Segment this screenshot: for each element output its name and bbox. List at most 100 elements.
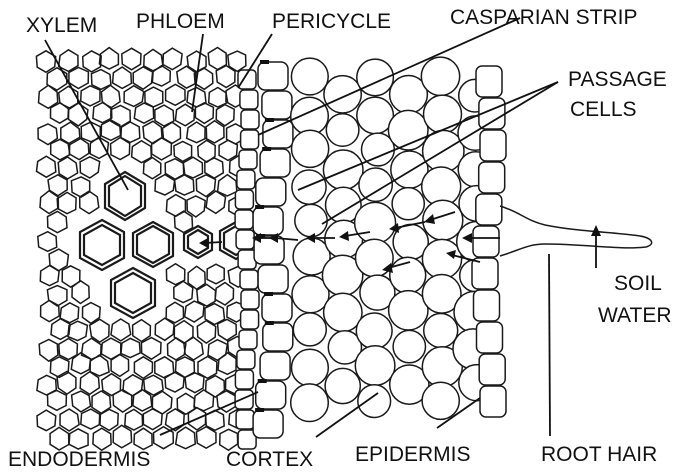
pericycle-cell [237,170,255,189]
stele-cell [175,175,194,195]
stele-cell [166,84,186,105]
stele-cell [72,391,91,412]
stele-cell [133,67,152,89]
endodermis-cell [253,207,283,235]
stele-cell [195,103,213,124]
stele-cell [143,409,162,430]
stele-cell [197,321,215,344]
endodermis-cell [253,410,283,438]
stele-cell [39,340,58,362]
stele-cell [101,85,120,108]
stele-cell [174,142,192,162]
cortex-cell [292,170,326,204]
stele-cell [124,86,144,107]
cortex-cell [424,314,458,348]
cortex-cell [291,384,329,422]
stele-cell [133,320,151,342]
epidermis-cell [473,226,499,257]
pericycle-cell [241,290,259,309]
stele-cell [205,121,224,143]
cortex-cell [356,313,392,349]
epidermis-cell [472,258,498,289]
cortex-cell [421,57,459,95]
stele-cell [41,300,60,321]
stele-cell [37,410,56,431]
casparian-strip-label: CASPARIAN STRIP [450,6,637,29]
stele-cell [175,104,194,126]
stele-cell [185,373,204,393]
stele-cell [59,339,78,360]
stele-cell [80,191,99,214]
pericycle-cell [239,150,257,169]
stele-cell [80,157,100,178]
stele-cell [134,357,152,379]
cortex-cell [295,204,327,236]
stele-cell [123,375,143,396]
stele-cell [37,156,56,177]
stele-cell [165,373,184,393]
pericycle-cell [239,330,257,349]
epidermis-cell [480,386,506,417]
xylem-label: XYLEM [26,14,97,37]
stele-cell [57,192,76,213]
stele-cell [216,105,234,126]
stele-cell [100,409,118,430]
epidermis-cell [480,130,506,161]
cortex-cell [292,349,329,386]
stele-cell [81,409,100,429]
stele-cell [113,390,132,413]
cortex-cell [323,150,363,190]
stele-cell [134,103,153,123]
stele-cell [38,232,57,252]
stele-cell [93,103,112,123]
pericycle-cell [240,270,258,289]
endodermis-cell [262,294,292,322]
stele-cell [60,409,79,431]
pericycle-cell [235,210,253,229]
cortex-cell [355,202,396,243]
stele-cell [218,353,236,375]
stele-cell [152,66,170,87]
stele-cell [111,319,131,341]
stele-cell [152,138,172,160]
cortex-cell [422,382,459,419]
stele-cell [207,264,224,284]
cortex-cell [392,188,424,220]
stele-cell [215,283,233,306]
phloem-label: PHLOEM [136,10,225,33]
epidermis-cell [479,354,505,385]
stele-cell [48,211,68,232]
epidermis-cell [477,322,503,353]
stele-cell [218,319,237,340]
stele-cell [134,428,152,449]
cortex-cell [422,239,461,278]
stele-cell [68,321,88,340]
stele-cell [57,371,76,394]
epidermis-cell [476,66,502,97]
stele-cell [166,195,185,217]
cortex-cell [293,313,326,346]
stele-cell [141,338,161,360]
epidermis-cell [474,290,500,321]
endodermis-cell [263,323,293,351]
endodermis-cell [260,149,290,177]
stele-cell [187,122,207,143]
pericycle-cell [241,310,259,329]
stele-cell [216,66,235,88]
stele-cell [166,409,185,431]
pericycle-cell [236,410,254,429]
stele-cell [83,51,102,72]
stele-cell [111,355,129,377]
stele-cell [122,48,141,70]
epidermis-cell [479,162,505,193]
stele-cell [166,302,183,323]
stele-cell [163,48,182,70]
endodermis-label: ENDODERMIS [8,448,150,471]
stele-cell [176,427,196,449]
stele-cell [71,177,89,197]
stele-cell [69,67,89,88]
endodermis-cell [256,381,286,409]
stele-cell [47,286,67,306]
